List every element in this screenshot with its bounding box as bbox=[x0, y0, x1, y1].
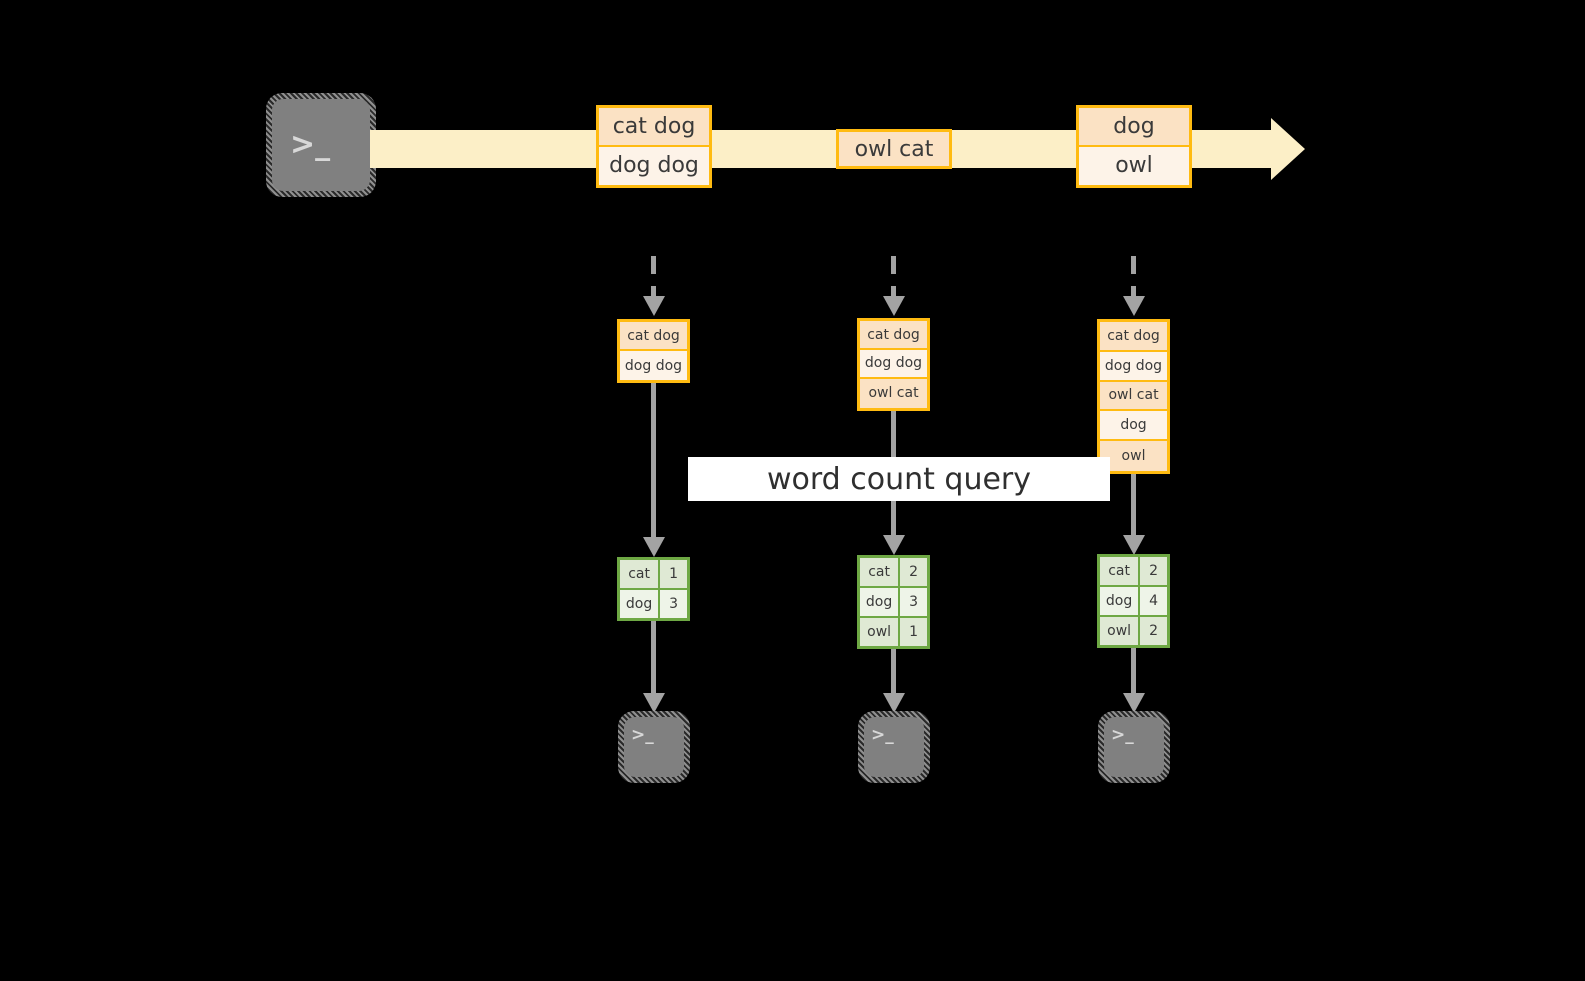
snapshot-1-query-arrow-line bbox=[651, 383, 656, 539]
stream-record-3: dog owl bbox=[1076, 105, 1192, 188]
stream-record-line: owl bbox=[1079, 146, 1189, 185]
stream-arrow-right-icon bbox=[1271, 118, 1305, 180]
result-word: owl bbox=[1100, 617, 1141, 645]
result-count: 3 bbox=[660, 590, 687, 618]
snapshot-input-line: owl cat bbox=[1100, 381, 1167, 412]
result-count: 1 bbox=[660, 560, 687, 588]
snapshot-3-input-table: cat dog dog dog owl cat dog owl bbox=[1097, 319, 1170, 474]
terminal-body bbox=[1104, 717, 1164, 777]
snapshot-3-query-arrow-line bbox=[1131, 474, 1136, 537]
snapshot-input-line: cat dog bbox=[620, 322, 687, 351]
snapshot-input-line: dog dog bbox=[860, 350, 927, 379]
terminal-prompt-glyph: >_ bbox=[871, 725, 894, 745]
result-count: 4 bbox=[1140, 587, 1167, 615]
stream-record-line: dog dog bbox=[599, 146, 709, 185]
table-row: dog 3 bbox=[860, 588, 927, 618]
snapshot-3-result-table: cat 2 dog 4 owl 2 bbox=[1097, 554, 1170, 648]
table-row: cat 1 bbox=[620, 560, 687, 590]
result-count: 2 bbox=[1140, 557, 1167, 585]
stream-record-line: owl cat bbox=[839, 132, 949, 166]
snapshot-3-sink-arrow-line bbox=[1131, 648, 1136, 695]
table-row: owl 1 bbox=[860, 618, 927, 646]
snapshot-3-sink-arrow-head bbox=[1123, 693, 1145, 713]
table-row: cat 2 bbox=[1100, 557, 1167, 587]
tap-arrow-line-2 bbox=[891, 256, 896, 300]
snapshot-input-line: cat dog bbox=[1100, 322, 1167, 352]
snapshot-2-query-arrow-head bbox=[883, 535, 905, 555]
stream-record-line: dog bbox=[1079, 108, 1189, 147]
result-word: owl bbox=[860, 618, 901, 646]
result-count: 1 bbox=[900, 618, 927, 646]
terminal-body bbox=[864, 717, 924, 777]
terminal-body bbox=[272, 99, 370, 191]
snapshot-1-sink-arrow-head bbox=[643, 693, 665, 713]
result-count: 3 bbox=[900, 588, 927, 616]
stream-record-2: owl cat bbox=[836, 129, 952, 169]
snapshot-1-sink-arrow-line bbox=[651, 621, 656, 695]
table-row: owl 2 bbox=[1100, 617, 1167, 645]
snapshot-input-line: dog dog bbox=[1100, 351, 1167, 382]
result-word: dog bbox=[1100, 587, 1141, 615]
result-count: 2 bbox=[1140, 617, 1167, 645]
snapshot-input-line: dog bbox=[1100, 411, 1167, 442]
result-word: dog bbox=[620, 590, 661, 618]
result-word: cat bbox=[860, 558, 901, 586]
stream-record-line: cat dog bbox=[599, 108, 709, 147]
table-row: cat 2 bbox=[860, 558, 927, 588]
snapshot-1-query-arrow-head bbox=[643, 537, 665, 557]
snapshot-input-line: owl bbox=[1100, 441, 1167, 471]
terminal-prompt-glyph: >_ bbox=[1111, 725, 1134, 745]
snapshot-input-line: cat dog bbox=[860, 321, 927, 350]
snapshot-input-line: owl cat bbox=[860, 378, 927, 408]
tap-arrow-head-1 bbox=[643, 296, 665, 316]
snapshot-1-result-table: cat 1 dog 3 bbox=[617, 557, 690, 621]
snapshot-1-input-table: cat dog dog dog bbox=[617, 319, 690, 383]
source-terminal-icon: >_ bbox=[266, 93, 376, 197]
query-label-banner: word count query bbox=[688, 457, 1110, 501]
stream-record-1: cat dog dog dog bbox=[596, 105, 712, 188]
table-row: dog 3 bbox=[620, 590, 687, 618]
terminal-body bbox=[624, 717, 684, 777]
tap-arrow-line-3 bbox=[1131, 256, 1136, 300]
result-word: dog bbox=[860, 588, 901, 616]
snapshot-2-sink-arrow-line bbox=[891, 649, 896, 695]
snapshot-1-sink-terminal-icon: >_ bbox=[618, 711, 690, 783]
result-word: cat bbox=[620, 560, 661, 588]
snapshot-2-sink-arrow-head bbox=[883, 693, 905, 713]
result-count: 2 bbox=[900, 558, 927, 586]
table-row: dog 4 bbox=[1100, 587, 1167, 617]
snapshot-3-query-arrow-head bbox=[1123, 535, 1145, 555]
tap-arrow-head-3 bbox=[1123, 296, 1145, 316]
tap-arrow-line-1 bbox=[651, 256, 656, 300]
snapshot-2-input-table: cat dog dog dog owl cat bbox=[857, 318, 930, 411]
snapshot-2-sink-terminal-icon: >_ bbox=[858, 711, 930, 783]
result-word: cat bbox=[1100, 557, 1141, 585]
terminal-prompt-glyph: >_ bbox=[631, 725, 654, 745]
snapshot-input-line: dog dog bbox=[620, 351, 687, 380]
tap-arrow-head-2 bbox=[883, 296, 905, 316]
snapshot-2-result-table: cat 2 dog 3 owl 1 bbox=[857, 555, 930, 649]
snapshot-3-sink-terminal-icon: >_ bbox=[1098, 711, 1170, 783]
terminal-prompt-glyph: >_ bbox=[290, 127, 331, 162]
